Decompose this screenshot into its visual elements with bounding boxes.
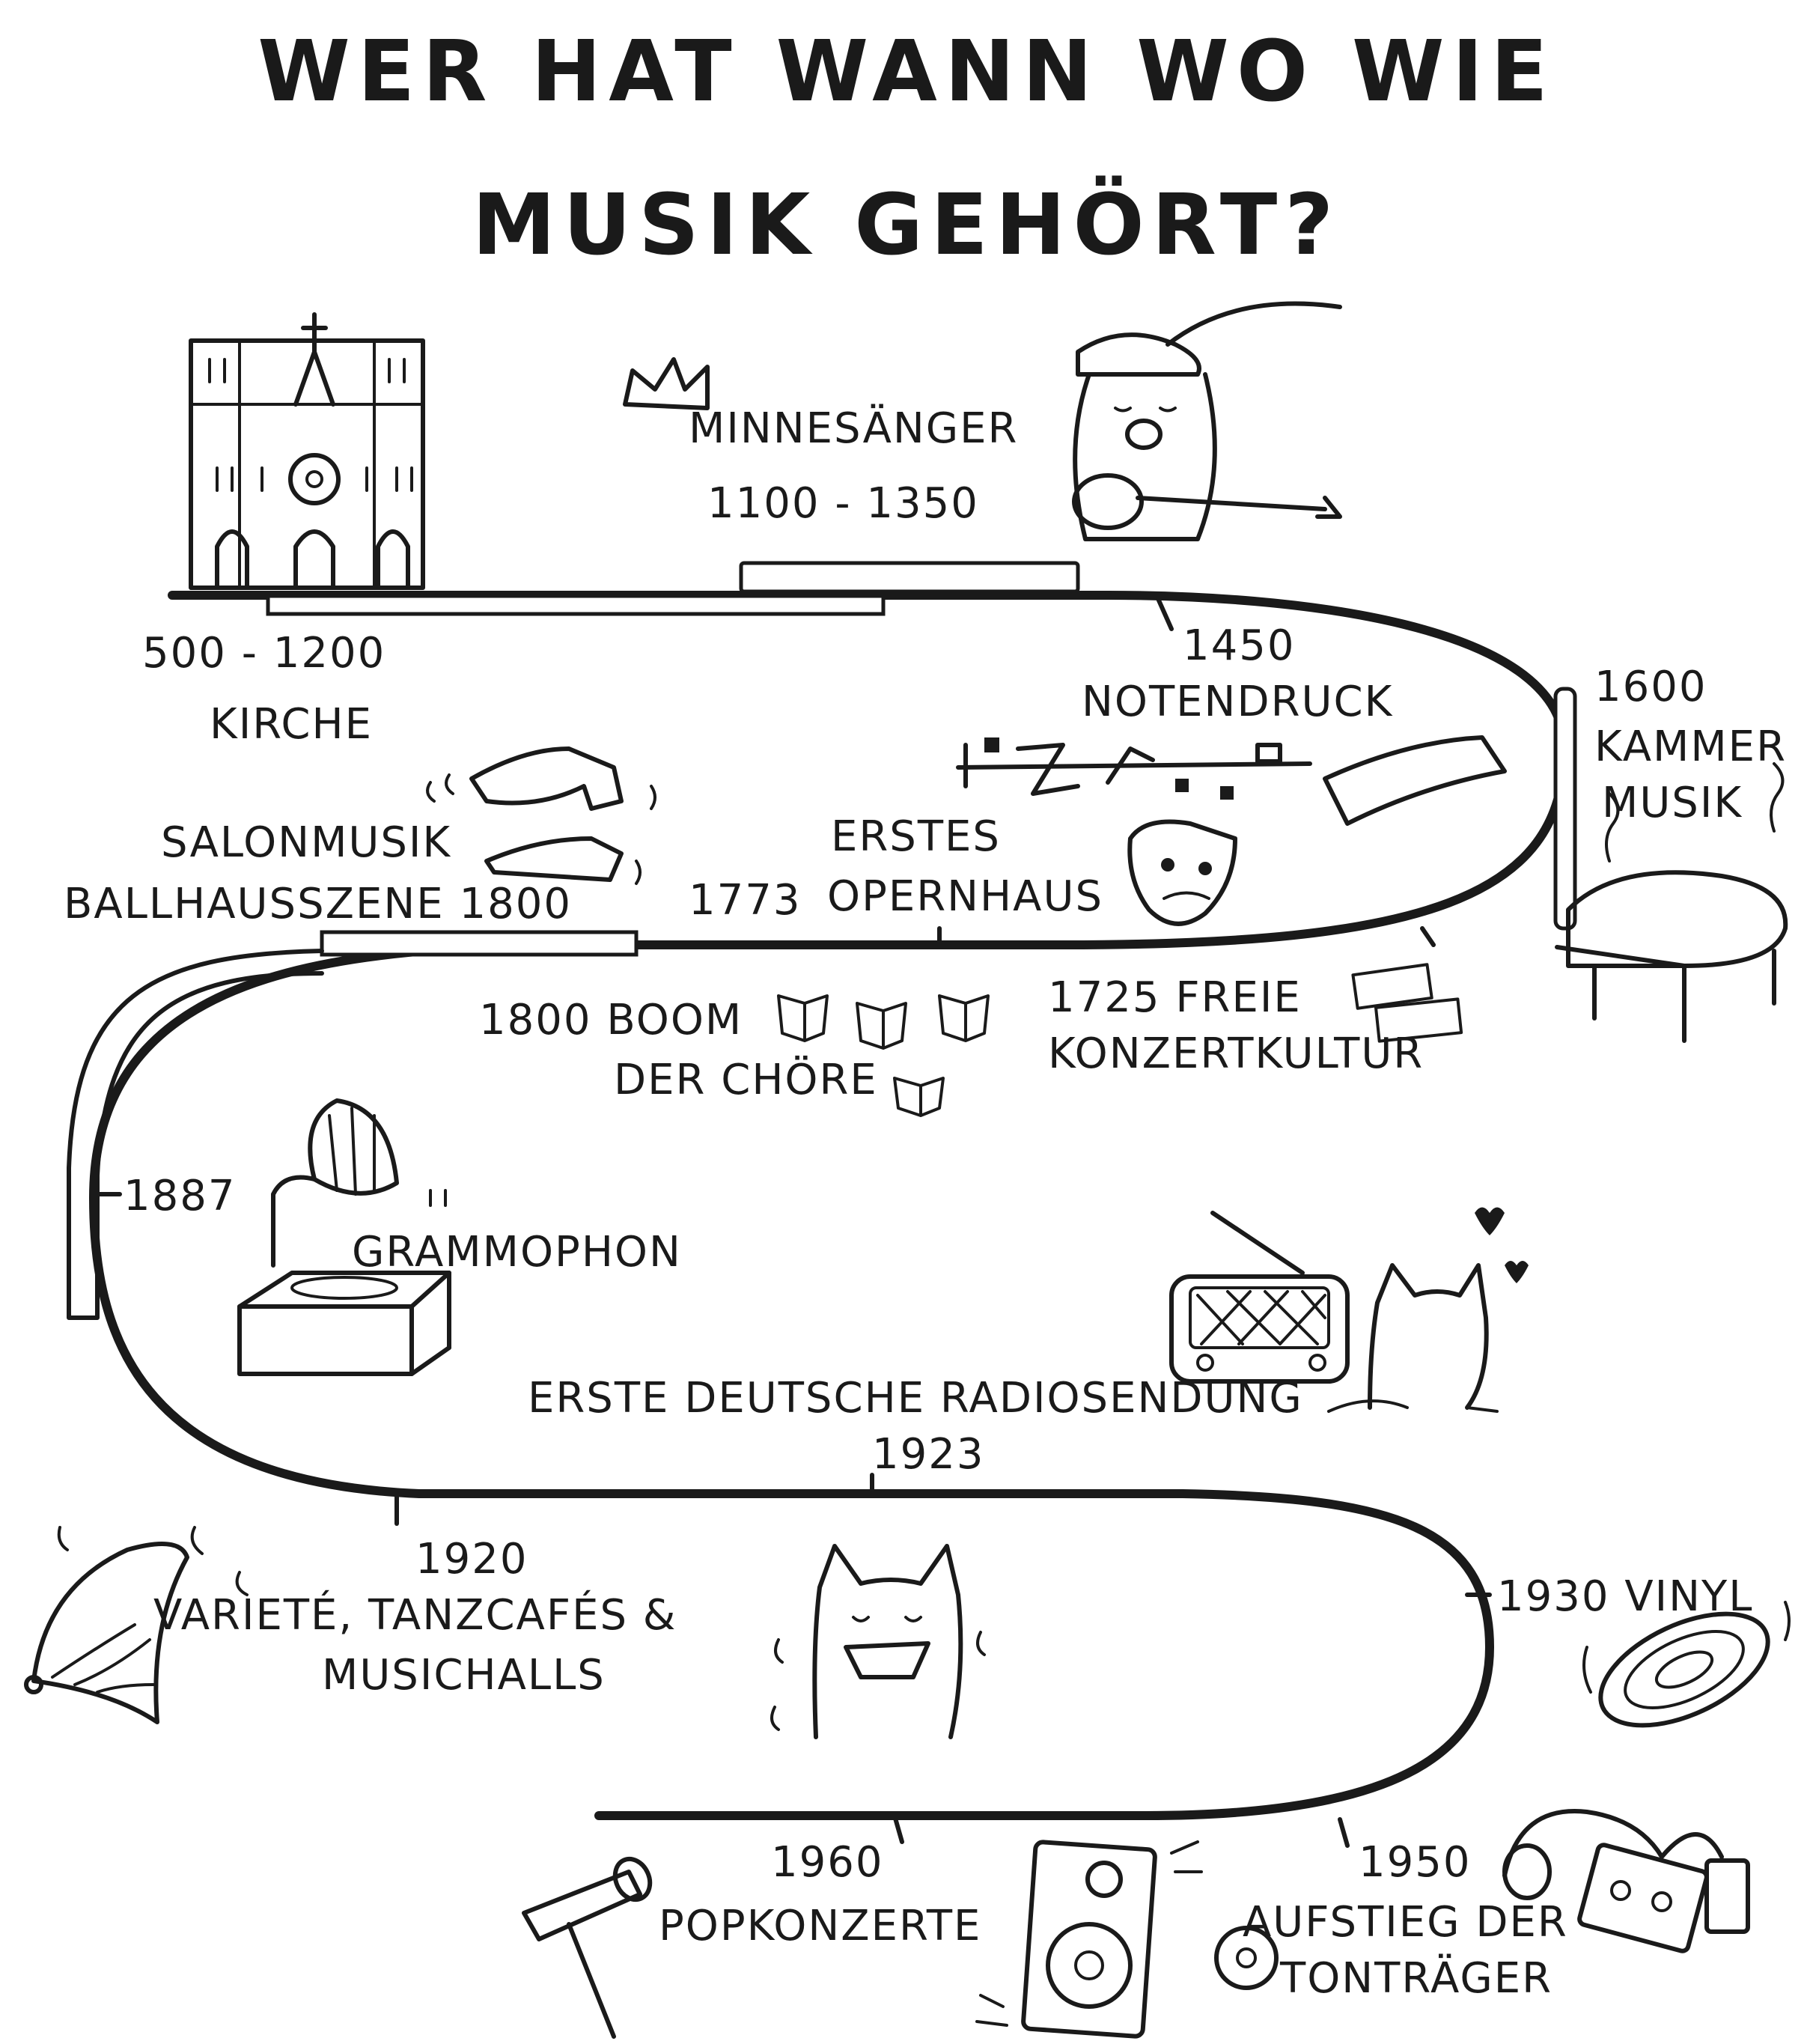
radio-icon bbox=[1169, 1211, 1350, 1384]
grammophon-label: GRAMMOPHON bbox=[352, 1228, 682, 1277]
period-bar-choere bbox=[67, 949, 324, 1320]
minstrel-cat-icon bbox=[1072, 301, 1342, 541]
choere-line1: 1800 BOOM bbox=[479, 996, 743, 1044]
period-bar-minnesaenger bbox=[739, 561, 1080, 594]
period-bar-kammermusik bbox=[1553, 687, 1577, 931]
tontraeger-year: 1950 bbox=[1359, 1838, 1472, 1887]
salonmusik-line2: BALLHAUSSZENE 1800 bbox=[64, 880, 572, 928]
kirche-label: KIRCHE bbox=[210, 700, 373, 749]
speaker-icon bbox=[975, 1840, 1203, 2039]
minnesaenger-label: MINNESÄNGER bbox=[689, 404, 1019, 453]
kirche-years: 500 - 1200 bbox=[142, 629, 386, 678]
sheet-music-icon bbox=[956, 735, 1507, 826]
opera-mask-icon bbox=[1127, 819, 1237, 926]
gramophone-icon bbox=[237, 1098, 451, 1376]
sound-media-icon bbox=[1214, 1809, 1750, 1990]
timeline-ticks bbox=[95, 593, 1492, 1848]
feather-fan-icon bbox=[24, 1526, 249, 1724]
notendruck-label: NOTENDRUCK bbox=[1082, 678, 1394, 726]
salonmusik-line1: SALONMUSIK bbox=[161, 818, 452, 867]
cathedral-icon bbox=[189, 312, 425, 590]
vinyl-label: 1930 VINYL bbox=[1497, 1572, 1754, 1621]
concert-tickets-icon bbox=[1351, 963, 1463, 1043]
konzertkultur-line2: KONZERTKULTUR bbox=[1048, 1029, 1424, 1078]
konzertkultur-line1: 1725 FREIE bbox=[1048, 973, 1302, 1022]
opernhaus-line1: ERSTES bbox=[831, 812, 1001, 861]
grammophon-year: 1887 bbox=[124, 1172, 237, 1220]
notendruck-year: 1450 bbox=[1183, 621, 1296, 670]
period-bar-salon bbox=[320, 930, 639, 957]
radio-year: 1923 bbox=[872, 1430, 985, 1479]
period-bar-kirche bbox=[266, 594, 886, 616]
vinyl-record-icon bbox=[1582, 1601, 1791, 1728]
dancing-shoe-icon bbox=[426, 746, 656, 885]
variete-year: 1920 bbox=[415, 1535, 528, 1584]
popkonzerte-label: POPKONZERTE bbox=[659, 1902, 982, 1950]
dancing-cat-icon bbox=[770, 1544, 986, 1739]
choir-books-icon bbox=[777, 994, 990, 1117]
title-line-2: MUSIK GEHÖRT? bbox=[472, 177, 1341, 274]
popkonzerte-year: 1960 bbox=[771, 1838, 884, 1887]
kammermusik-year: 1600 bbox=[1594, 663, 1707, 711]
radio-label: ERSTE DEUTSCHE RADIOSENDUNG bbox=[528, 1374, 1303, 1423]
opernhaus-year: 1773 bbox=[689, 876, 802, 925]
variete-line2: MUSICHALLS bbox=[322, 1651, 606, 1700]
tontraeger-line1: AUFSTIEG DER bbox=[1243, 1898, 1568, 1947]
microphone-icon bbox=[522, 1856, 653, 2039]
choere-line2: DER CHÖRE bbox=[614, 1056, 878, 1104]
kammermusik-line1: KAMMER bbox=[1594, 723, 1787, 771]
kammermusik-line2: MUSIK bbox=[1602, 779, 1743, 827]
minnesaenger-years: 1100 - 1350 bbox=[707, 479, 979, 528]
title-line-1: WER HAT WANN WO WIE bbox=[258, 23, 1555, 121]
piano-icon bbox=[1555, 762, 1788, 1043]
opernhaus-line2: OPERNHAUS bbox=[827, 872, 1103, 921]
listening-cat-icon bbox=[1327, 1207, 1529, 1413]
crown-icon bbox=[623, 357, 710, 410]
tontraeger-line2: TONTRÄGER bbox=[1280, 1954, 1553, 2003]
variete-line1: VARIETÉ, TANZCAFÉS & bbox=[153, 1591, 677, 1640]
